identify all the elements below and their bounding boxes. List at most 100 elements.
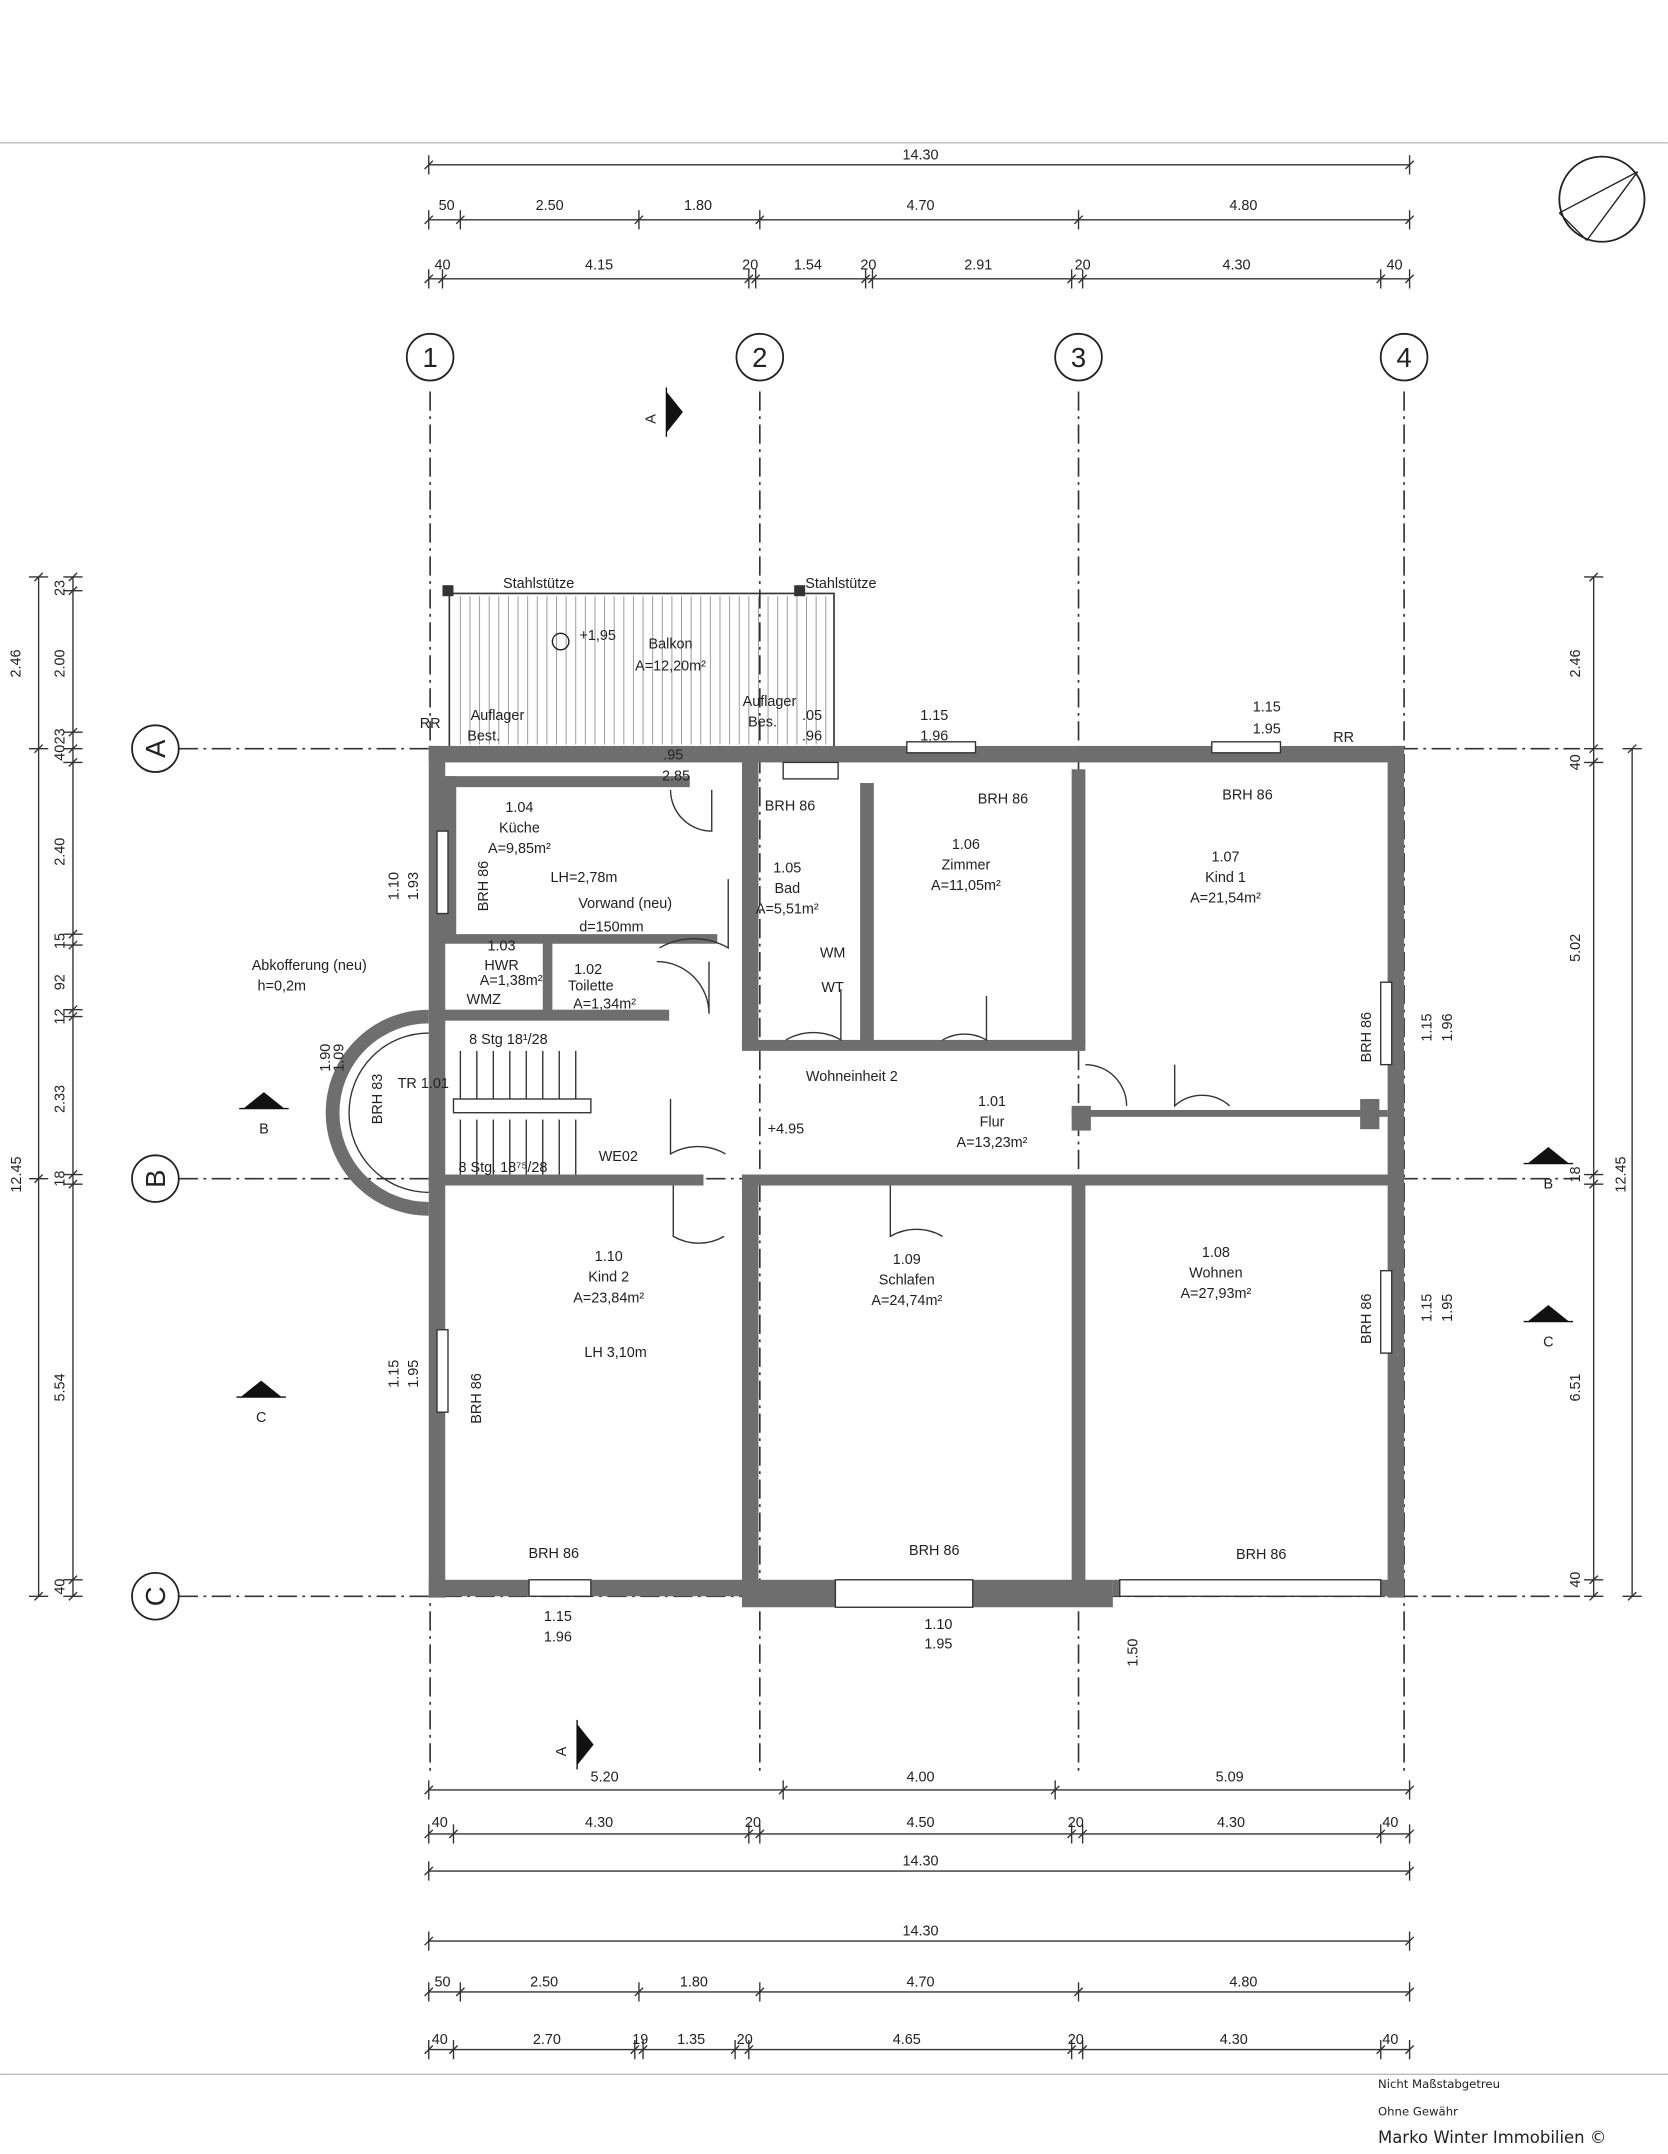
dim-label: 40 bbox=[432, 2032, 448, 2048]
note: d=150mm bbox=[579, 919, 643, 935]
dim-label: 12.45 bbox=[9, 1157, 25, 1193]
level-label: +4.95 bbox=[768, 1121, 804, 1137]
brh-label: BRH 86 bbox=[469, 1373, 485, 1423]
brh-label: BRH 86 bbox=[476, 861, 492, 911]
support-label: Stahlstütze bbox=[503, 576, 574, 592]
window bbox=[528, 1579, 592, 1597]
balcony bbox=[442, 585, 835, 749]
dim-label: 20 bbox=[1075, 257, 1091, 273]
room-hwr-area: A=1,38m² bbox=[480, 973, 543, 989]
dim-label: 19 bbox=[632, 2032, 648, 2048]
dim-label: 20 bbox=[1068, 2032, 1084, 2048]
axis-bubble bbox=[131, 1154, 180, 1203]
dim-label: 40 bbox=[1386, 257, 1402, 273]
dim-label: 4.15 bbox=[585, 257, 613, 273]
axis-bubble bbox=[405, 332, 455, 382]
room-hwr-num: 1.03 bbox=[488, 939, 516, 955]
dim-label: 2.50 bbox=[530, 1974, 558, 1990]
window-dim: 1.15 bbox=[1253, 700, 1281, 716]
room-kind2-num: 1.10 bbox=[595, 1249, 623, 1265]
dim-label: 4.30 bbox=[585, 1815, 613, 1831]
dim-label: 40 bbox=[1568, 754, 1584, 770]
dim-label: 12 bbox=[53, 1009, 69, 1025]
dim-label: 20 bbox=[742, 257, 758, 273]
window-dim: 1.96 bbox=[544, 1630, 572, 1646]
dim-label: .95 bbox=[663, 748, 683, 764]
section-label: A bbox=[554, 1746, 570, 1756]
room-zimmer-area: A=11,05m² bbox=[931, 878, 1001, 894]
window-dim: 1.93 bbox=[406, 872, 422, 900]
dim-label: 12.45 bbox=[1613, 1157, 1629, 1193]
rr-label: RR bbox=[1333, 730, 1354, 746]
room-wohnen-area: A=27,93m² bbox=[1180, 1286, 1251, 1302]
dim-label: 4.30 bbox=[1220, 2032, 1248, 2048]
door-swing bbox=[1173, 1064, 1231, 1108]
dim-label: 5.09 bbox=[1216, 1770, 1244, 1786]
dim-label: 23 bbox=[53, 728, 69, 744]
brh-label: BRH 86 bbox=[1359, 1012, 1375, 1062]
dim-label: 6.51 bbox=[1568, 1373, 1584, 1401]
wm-label: WM bbox=[820, 945, 846, 961]
unit-label: Wohneinheit 2 bbox=[806, 1069, 898, 1085]
window-dim: 1.15 bbox=[1420, 1294, 1436, 1322]
stair-label: TR 1.01 bbox=[398, 1076, 449, 1092]
dim-label: 2.46 bbox=[1568, 649, 1584, 677]
door-swing bbox=[656, 960, 710, 1014]
axis-bubble bbox=[1054, 332, 1103, 382]
room-zimmer-name: Zimmer bbox=[941, 858, 990, 874]
footer-copyright: Marko Winter Immobilien © bbox=[1378, 2128, 1606, 2147]
dim-label: 20 bbox=[1068, 1815, 1084, 1831]
window bbox=[1211, 741, 1282, 754]
room-flur-area: A=13,23m² bbox=[957, 1135, 1028, 1151]
room-kind1-num: 1.07 bbox=[1211, 849, 1239, 865]
room-bad-area: A=5,51m² bbox=[756, 902, 819, 918]
dim-label: 15 bbox=[53, 933, 69, 949]
dim-label: 1.35 bbox=[677, 2032, 705, 2048]
dim-label: 4.00 bbox=[907, 1770, 935, 1786]
section-arrow-icon bbox=[666, 391, 683, 433]
section-arrow-icon bbox=[577, 1724, 594, 1766]
dim-label: 5.20 bbox=[591, 1770, 619, 1786]
footer-no-guarantee: Ohne Gewähr bbox=[1378, 2105, 1458, 2119]
window bbox=[436, 1329, 449, 1413]
room-bad-num: 1.05 bbox=[773, 860, 801, 876]
section-label: C bbox=[256, 1410, 266, 1426]
dim-label: 2.70 bbox=[533, 2032, 561, 2048]
note: h=0,2m bbox=[258, 978, 306, 994]
room-wohnen-num: 1.08 bbox=[1202, 1245, 1230, 1261]
window bbox=[906, 741, 977, 754]
dim-label: 5.54 bbox=[53, 1373, 69, 1401]
stair-label: 8 Stg 18¹/28 bbox=[469, 1032, 548, 1048]
window-dim: 1.10 bbox=[924, 1617, 952, 1633]
dim-label: 40 bbox=[1382, 2032, 1398, 2048]
section-markers bbox=[236, 387, 1574, 1770]
dim-label: 40 bbox=[1568, 1572, 1584, 1588]
room-kind2-name: Kind 2 bbox=[588, 1270, 629, 1286]
door-swing bbox=[669, 1098, 726, 1156]
brh-label: BRH 86 bbox=[909, 1543, 959, 1559]
window-dim: 1.09 bbox=[332, 1044, 348, 1072]
window bbox=[1119, 1579, 1382, 1597]
brh-label: BRH 86 bbox=[978, 792, 1028, 808]
room-kueche-name: Küche bbox=[499, 820, 540, 836]
wt-label: WT bbox=[821, 980, 844, 996]
door-swing bbox=[672, 1185, 725, 1244]
axis-bubble bbox=[131, 1572, 180, 1621]
door-swings bbox=[656, 789, 1231, 1244]
section-label: B bbox=[259, 1121, 269, 1137]
dim-label: 4.65 bbox=[893, 2032, 921, 2048]
room-toilette-name: Toilette bbox=[568, 978, 614, 994]
dim-label: 40 bbox=[53, 1579, 69, 1595]
dim-label: 4.50 bbox=[907, 1815, 935, 1831]
axis-label-row: A bbox=[140, 739, 171, 758]
section-arrow-icon bbox=[1527, 1147, 1569, 1164]
note: Auflager bbox=[471, 708, 525, 724]
window-dim: 1.95 bbox=[924, 1636, 952, 1652]
stair-label: 8 Stg. 18⁷⁵/28 bbox=[458, 1160, 547, 1176]
footer-not-to-scale: Nicht Maßstabgetreu bbox=[1378, 2077, 1500, 2091]
dimension-lines bbox=[28, 155, 1642, 2060]
window-dim: .96 bbox=[802, 728, 822, 744]
rr-label: RR bbox=[420, 716, 441, 732]
axis-bubble bbox=[735, 332, 785, 382]
wmz-label: WMZ bbox=[466, 992, 501, 1008]
